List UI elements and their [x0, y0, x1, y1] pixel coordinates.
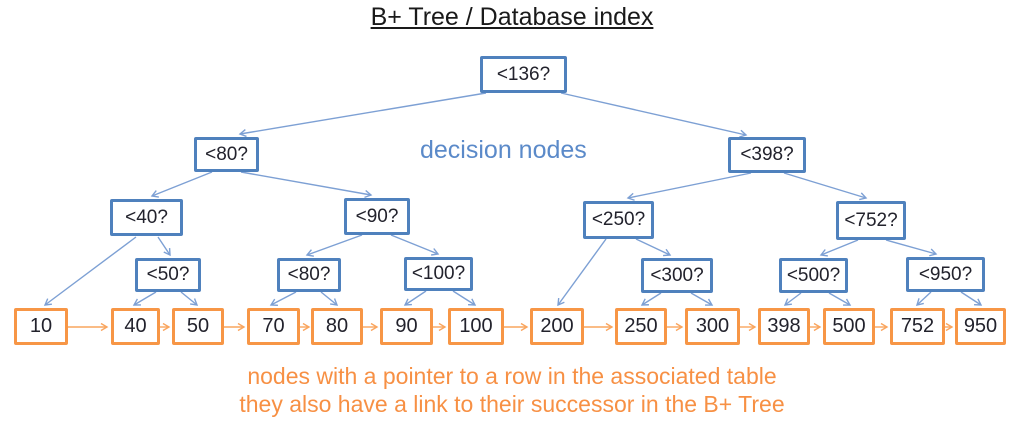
- decision-node-90: <90?: [344, 198, 410, 235]
- decision-nodes-annotation: decision nodes: [420, 136, 587, 164]
- leaf-node-70: 70: [247, 308, 300, 345]
- diagram-title: B+ Tree / Database index: [370, 3, 654, 31]
- leaf-node-50: 50: [172, 308, 224, 345]
- leaf-node-250: 250: [615, 308, 667, 345]
- decision-node-250: <250?: [583, 201, 654, 239]
- decision-node-80: <80?: [194, 137, 259, 172]
- caption-line-2: they also have a link to their successor…: [239, 391, 785, 417]
- decision-node-50: <50?: [135, 258, 201, 292]
- decision-node-398: <398?: [728, 137, 806, 173]
- decision-node-100: <100?: [404, 257, 473, 291]
- decision-node-950: <950?: [906, 257, 985, 292]
- decision-node-500: <500?: [779, 258, 848, 293]
- leaf-node-90: 90: [380, 308, 433, 345]
- leaf-nodes-caption: nodes with a pointer to a row in the ass…: [0, 362, 1024, 418]
- caption-line-1: nodes with a pointer to a row in the ass…: [247, 363, 777, 389]
- leaf-node-100: 100: [448, 308, 504, 345]
- leaf-node-80: 80: [311, 308, 363, 345]
- leaf-node-500: 500: [823, 308, 875, 345]
- leaf-node-300: 300: [685, 308, 740, 345]
- decision-node-752: <752?: [836, 201, 906, 240]
- decision-node-40: <40?: [110, 199, 183, 236]
- leaf-node-950: 950: [955, 308, 1006, 345]
- leaf-node-200: 200: [530, 308, 584, 345]
- decision-node-136: <136?: [480, 56, 567, 93]
- leaf-node-398: 398: [758, 308, 810, 345]
- decision-node-80b: <80?: [277, 258, 341, 292]
- leaf-node-752: 752: [890, 308, 945, 345]
- leaf-node-10: 10: [14, 308, 68, 345]
- leaf-node-40: 40: [111, 308, 160, 345]
- decision-node-300: <300?: [641, 258, 713, 293]
